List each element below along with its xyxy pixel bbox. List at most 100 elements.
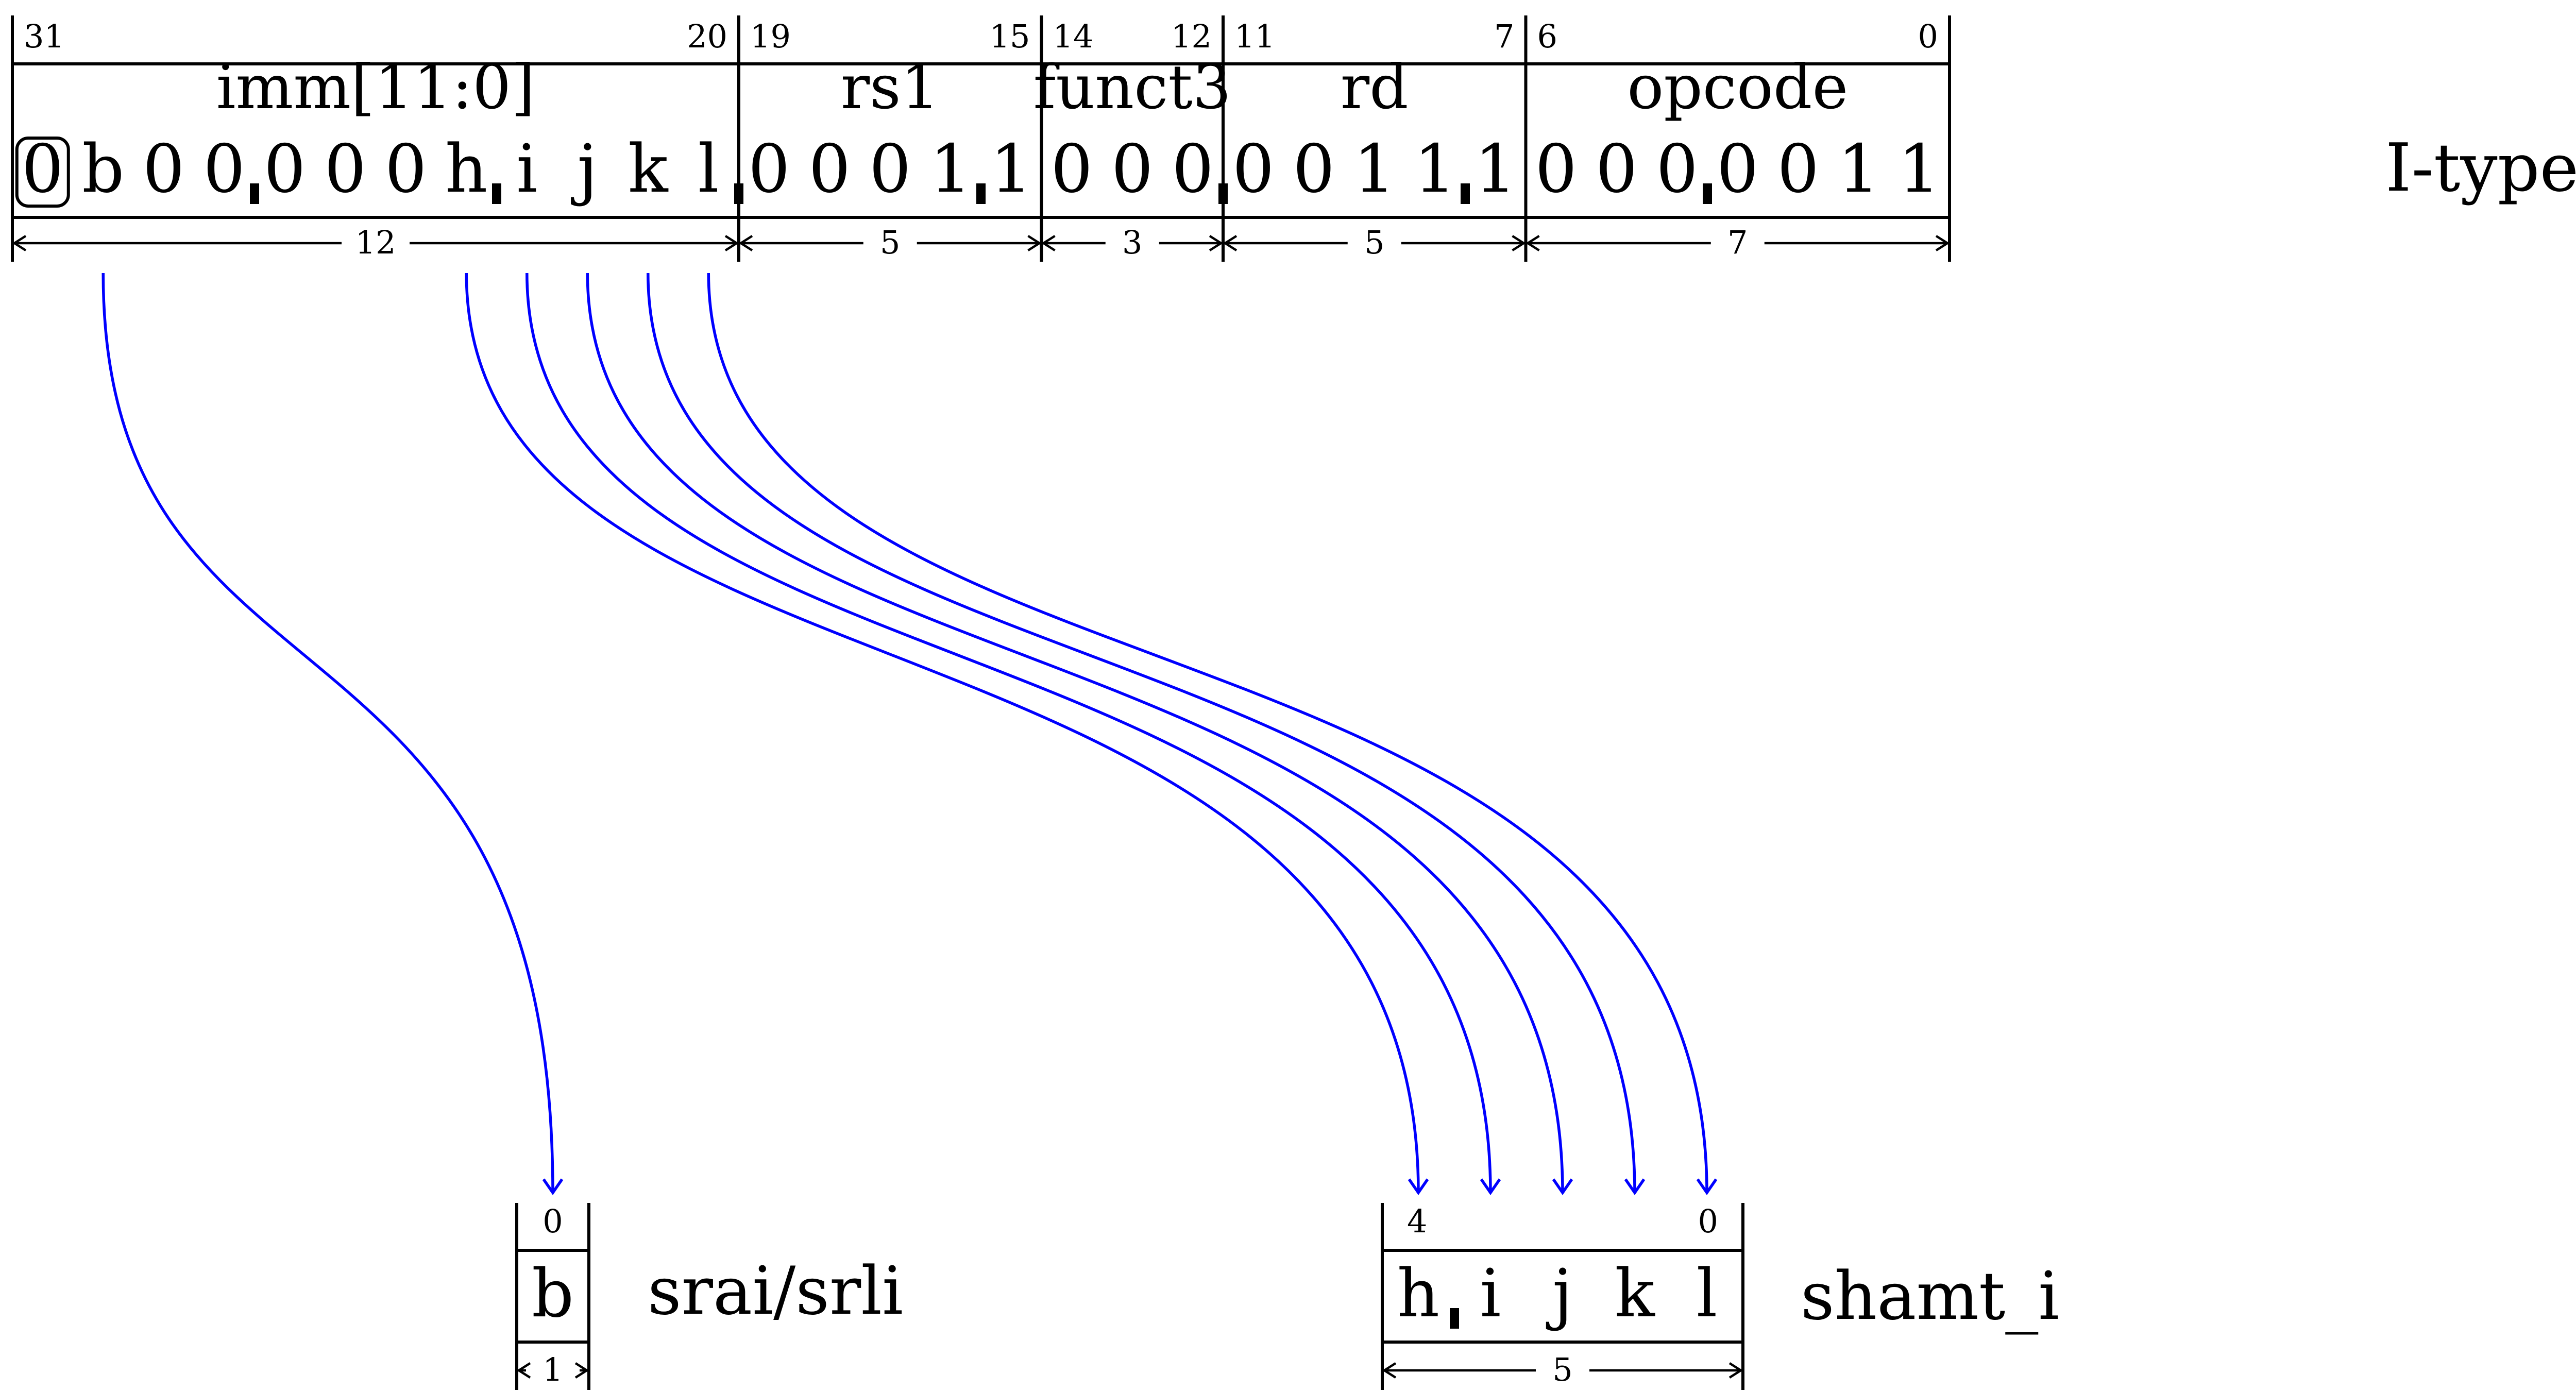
mapping-curve-h xyxy=(465,273,1420,1193)
field-rd-lsb-label: 7 xyxy=(1494,18,1514,55)
field-rs1-width-arrowhead-left xyxy=(738,235,753,251)
shamt-i-label: shamt_i xyxy=(1801,1258,2059,1335)
field-rs1-msb-label: 19 xyxy=(750,18,791,55)
field-rs1-lsb-label: 15 xyxy=(990,18,1030,55)
bit-mapping-arrows xyxy=(101,273,1718,1195)
field-imm110-bit: 0 xyxy=(22,131,63,208)
field-funct3-width-arrowhead-right xyxy=(1209,235,1224,251)
field-imm110-bit: b xyxy=(82,131,124,208)
shamt-i-bit: h xyxy=(1397,1256,1439,1332)
shamt-i-lsb-label: 0 xyxy=(1698,1202,1718,1240)
mapping-curve-l xyxy=(707,273,1708,1193)
mapping-arrowhead-i xyxy=(1480,1178,1501,1195)
field-opcode-width-arrowhead-right xyxy=(1935,235,1950,251)
mapping-arrowhead-j xyxy=(1552,1178,1573,1195)
mapping-curve-b xyxy=(101,273,554,1193)
field-funct3-width-label: 3 xyxy=(1122,224,1142,261)
field-rd-bit: 0 xyxy=(1232,131,1274,208)
field-opcode-bit: 0 xyxy=(1777,131,1819,208)
srai-srli-width-arrowhead-left xyxy=(516,1362,531,1379)
field-imm110-width-label: 12 xyxy=(355,224,396,261)
field-opcode-width-label: 7 xyxy=(1727,224,1748,261)
field-imm110-bit: 0 xyxy=(385,131,427,208)
shamt-i-width-label: 5 xyxy=(1552,1351,1572,1388)
field-imm110-bit: 0 xyxy=(204,131,245,208)
field-funct3-msb-label: 14 xyxy=(1053,18,1094,55)
srai-srli-width-arrowhead-right xyxy=(574,1362,589,1379)
field-rd-bit: 0 xyxy=(1293,131,1335,208)
field-opcode-bit: 1 xyxy=(1838,131,1879,208)
field-rs1-bit: 1 xyxy=(930,131,972,208)
mapping-arrowhead-l xyxy=(1696,1178,1718,1195)
srai-srli-width-label: 1 xyxy=(543,1351,563,1388)
field-imm110-width-arrowhead-right xyxy=(724,235,739,251)
field-funct3-width-arrowhead-left xyxy=(1041,235,1056,251)
field-opcode-bit: 0 xyxy=(1535,131,1577,208)
shamt-i-bit: k xyxy=(1615,1256,1655,1332)
srai-srli-shamt-field: 0 b 1 xyxy=(515,1202,590,1390)
field-rd-width-arrowhead-right xyxy=(1512,235,1526,251)
field-opcode-bit: 0 xyxy=(1717,131,1758,208)
shamt-i-msb-label: 4 xyxy=(1407,1202,1427,1240)
shamt-i-nibble-marker xyxy=(1450,1308,1459,1329)
field-funct3-bit: 0 xyxy=(1172,131,1214,208)
field-funct3-lsb-label: 12 xyxy=(1171,18,1212,55)
field-opcode-bit: 0 xyxy=(1596,131,1637,208)
shamt-i-bit: i xyxy=(1480,1256,1501,1332)
field-rd-bit: 1 xyxy=(1414,131,1456,208)
field-rs1-name: rs1 xyxy=(841,52,940,123)
field-opcode-width-arrowhead-left xyxy=(1526,235,1540,251)
field-rs1-bit: 1 xyxy=(990,131,1032,208)
mapping-curve-i xyxy=(526,273,1492,1193)
field-rd-width-arrowhead-left xyxy=(1223,235,1238,251)
field-funct3-bit: 0 xyxy=(1111,131,1153,208)
field-opcode-msb-label: 6 xyxy=(1537,18,1557,55)
field-imm110-bit: 0 xyxy=(325,131,366,208)
field-rd-msb-label: 11 xyxy=(1234,18,1275,55)
field-imm110-bit: j xyxy=(570,131,598,208)
shamt-i-bit: j xyxy=(1546,1256,1573,1332)
field-rs1-nibble-marker xyxy=(976,183,986,204)
field-rs1-width-label: 5 xyxy=(880,224,900,261)
field-imm110-name: imm[11:0] xyxy=(216,52,535,123)
mapping-arrowhead-k xyxy=(1624,1178,1646,1195)
field-boundary-marker xyxy=(1218,183,1228,204)
field-rs1-bit: 0 xyxy=(869,131,911,208)
field-rs1-bit: 0 xyxy=(748,131,790,208)
shamt-i-width-arrowhead-left xyxy=(1382,1362,1397,1379)
field-imm110-bit: 0 xyxy=(264,131,306,208)
field-opcode-name: opcode xyxy=(1627,52,1848,123)
field-imm110-nibble-marker xyxy=(250,183,259,204)
field-rs1-width-arrowhead-right xyxy=(1027,235,1042,251)
srai-srli-bit-index: 0 xyxy=(543,1202,563,1240)
field-funct3-name: funct3 xyxy=(1033,52,1231,123)
format-label: I-type xyxy=(2385,130,2576,207)
field-funct3-bit: 0 xyxy=(1051,131,1093,208)
field-imm110-bit: k xyxy=(628,131,669,208)
field-imm110-lsb-label: 20 xyxy=(687,18,727,55)
srai-srli-bit: b xyxy=(532,1256,574,1332)
mapping-arrowhead-b xyxy=(542,1178,564,1195)
field-rd-bit: 1 xyxy=(1353,131,1395,208)
field-imm110-bit: h xyxy=(445,131,487,208)
field-imm110-msb-label: 31 xyxy=(24,18,64,55)
field-rd-bit: 1 xyxy=(1475,131,1516,208)
mapping-curve-k xyxy=(647,273,1636,1193)
shamt-i-bit: l xyxy=(1697,1256,1718,1332)
field-imm110-width-arrowhead-left xyxy=(12,235,27,251)
field-opcode-lsb-label: 0 xyxy=(1918,18,1938,55)
field-opcode-bit: 1 xyxy=(1899,131,1940,208)
field-opcode-nibble-marker xyxy=(1703,183,1712,204)
field-rd-nibble-marker xyxy=(1461,183,1470,204)
field-rd-width-label: 5 xyxy=(1364,224,1384,261)
field-imm110-bit: i xyxy=(516,131,537,208)
shamt-i-width-arrowhead-right xyxy=(1728,1362,1743,1379)
field-rs1-bit: 0 xyxy=(809,131,851,208)
circled-bit-box xyxy=(15,137,70,208)
field-rd-name: rd xyxy=(1341,52,1409,123)
mapping-curve-j xyxy=(586,273,1564,1193)
field-imm110-nibble-marker xyxy=(492,183,501,204)
